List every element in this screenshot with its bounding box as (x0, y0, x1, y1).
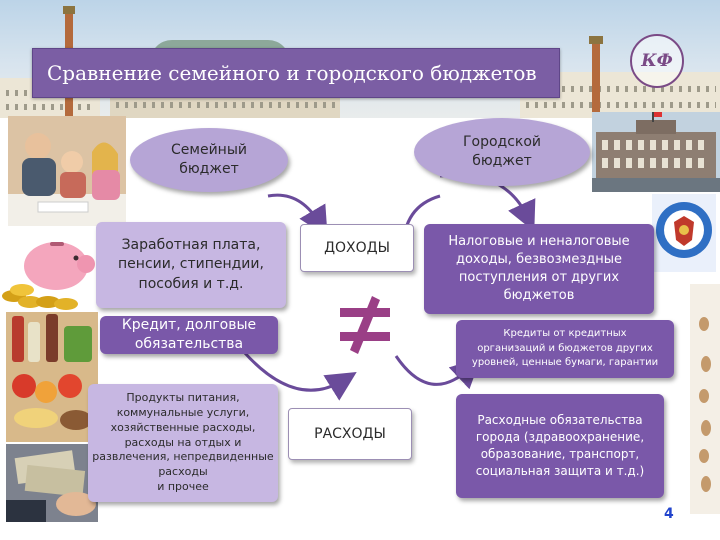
arrow-credit-left (242, 350, 357, 401)
family-income-box: Заработная плата, пенсии, стипендии, пос… (96, 222, 286, 308)
coin-stack-photo (690, 284, 720, 514)
expenses-label-box: РАСХОДЫ (288, 408, 412, 460)
city-building-photo (592, 112, 720, 192)
money-hands-photo (6, 444, 98, 522)
family-credit-text: Кредит, долговые обязательства (121, 317, 257, 352)
city-income-box: Налоговые и неналоговые доходы, безвозме… (424, 224, 654, 314)
family-photo (8, 116, 126, 226)
family-expenses-text: Продукты питания, коммунальные услуги, х… (92, 390, 274, 494)
family-budget-label: Семейный бюджет (171, 142, 247, 177)
arrow-family-to-income (267, 193, 328, 237)
tax-service-emblem (652, 194, 716, 272)
city-budget-label: Городской бюджет (462, 134, 542, 169)
not-equal-icon (340, 296, 390, 354)
city-income-text: Налоговые и неналоговые доходы, безвозме… (448, 234, 630, 303)
family-expenses-box: Продукты питания, коммунальные услуги, х… (88, 384, 278, 502)
piggy-bank-photo (0, 230, 100, 312)
family-income-text: Заработная плата, пенсии, стипендии, пос… (118, 236, 264, 292)
expenses-label: РАСХОДЫ (314, 426, 386, 442)
food-photo (6, 312, 98, 442)
income-label: ДОХОДЫ (324, 240, 390, 256)
logo-text: КФ (641, 51, 673, 71)
city-expenses-box: Расходные обязательства города (здравоох… (456, 394, 664, 498)
family-credit-box: Кредит, долговые обязательства (100, 316, 278, 354)
city-credit-box: Кредиты от кредитных организаций и бюдже… (456, 320, 674, 378)
kf-monogram-logo: КФ (630, 34, 684, 88)
page-number: 4 (664, 506, 674, 522)
page-title: Сравнение семейного и городского бюджето… (47, 61, 537, 85)
city-credit-text: Кредиты от кредитных организаций и бюдже… (471, 328, 659, 369)
income-label-box: ДОХОДЫ (300, 224, 414, 272)
title-bar: Сравнение семейного и городского бюджето… (32, 48, 560, 98)
city-budget-oval: Городской бюджет (414, 118, 590, 186)
family-budget-oval: Семейный бюджет (130, 128, 288, 192)
city-expenses-text: Расходные обязательства города (здравоох… (475, 412, 645, 479)
